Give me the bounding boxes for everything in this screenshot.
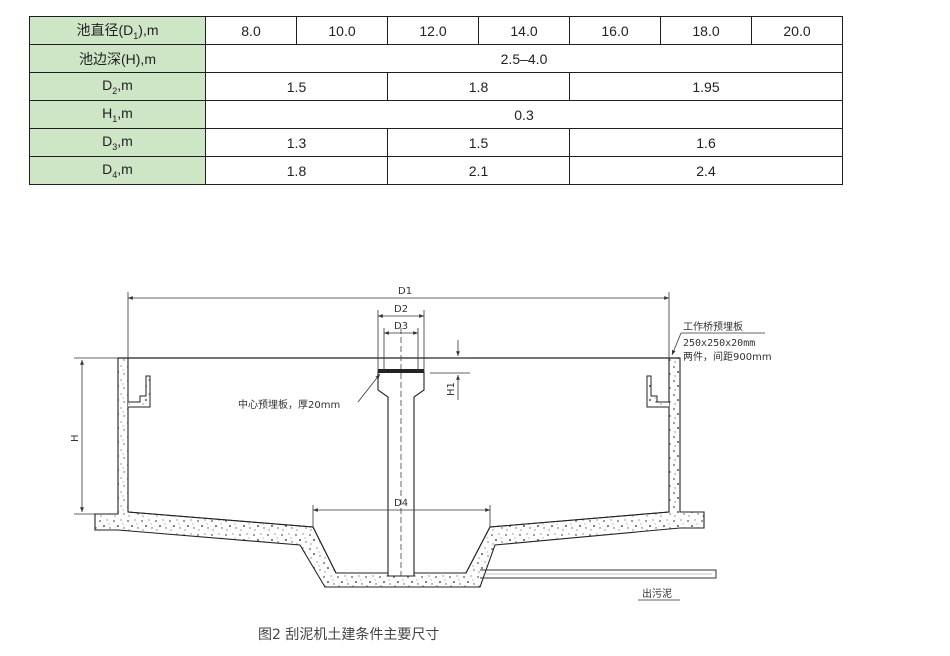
bridge-plate-leader [671, 332, 682, 356]
table-cell: 8.0 [205, 16, 297, 45]
row-header-subscript: 2 [112, 85, 118, 96]
table-cell: 12.0 [387, 16, 479, 45]
d2-label: D2 [394, 304, 408, 315]
h1-label: H1 [446, 382, 457, 396]
table-row: 池边深(H),m 2.5–4.0 [29, 44, 843, 73]
table-cell: 1.3 [205, 128, 388, 157]
row-header: 池直径(D1),m [29, 16, 206, 45]
row-header-main: 池边深(H),m [79, 50, 156, 67]
center-plate-leader [357, 373, 381, 403]
row-header-tail: ,m [117, 133, 133, 150]
row-header-subscript: 1 [133, 30, 139, 41]
row-header: D3,m [29, 128, 206, 157]
table-cell: 2.1 [387, 156, 570, 185]
table-cell: 14.0 [478, 16, 570, 45]
table-cell: 1.8 [205, 156, 388, 185]
table-cell: 1.5 [387, 128, 570, 157]
center-plate-label: 中心预埋板，厚20mm [238, 398, 340, 411]
row-header-main: D [102, 133, 113, 150]
left-launder [128, 375, 151, 408]
row-header: D4,m [29, 156, 206, 185]
row-header-tail: ),m [138, 22, 159, 39]
sludge-outlet-label: 出污泥 [642, 587, 672, 600]
h-label: H [70, 434, 81, 442]
right-launder [646, 375, 669, 408]
row-header-main: D [102, 161, 113, 178]
table-cell: 16.0 [569, 16, 661, 45]
bridge-plate-label: 工作桥预埋板 [683, 320, 743, 333]
table-cell: 2.4 [569, 156, 843, 185]
row-header-main: H [102, 105, 113, 122]
table-cell: 2.5–4.0 [205, 44, 843, 73]
bridge-plate-count: 两件，间距900mm [683, 350, 772, 363]
bridge-plate-size: 250x250x20mm [683, 338, 755, 349]
sludge-pipe [480, 569, 717, 579]
row-header-main: 池直径(D [76, 22, 134, 39]
row-header: 池边深(H),m [29, 44, 206, 73]
row-header-subscript: 3 [112, 141, 118, 152]
row-header-tail: ,m [117, 77, 133, 94]
d4-label: D4 [394, 498, 408, 509]
row-header: D2,m [29, 72, 206, 101]
row-header-subscript: 4 [112, 169, 118, 180]
d3-label: D3 [394, 321, 408, 332]
row-header-tail: ,m [117, 161, 133, 178]
d1-label: D1 [398, 286, 412, 297]
center-plate [378, 369, 424, 373]
table-cell: 18.0 [660, 16, 752, 45]
row-header-tail: ,m [117, 105, 133, 122]
row-header: H1,m [29, 100, 206, 129]
table-cell: 1.5 [205, 72, 388, 101]
row-header-subscript: 1 [112, 113, 118, 124]
row-header-main: D [102, 77, 113, 94]
figure-caption: 图2 刮泥机土建条件主要尺寸 [258, 627, 440, 643]
